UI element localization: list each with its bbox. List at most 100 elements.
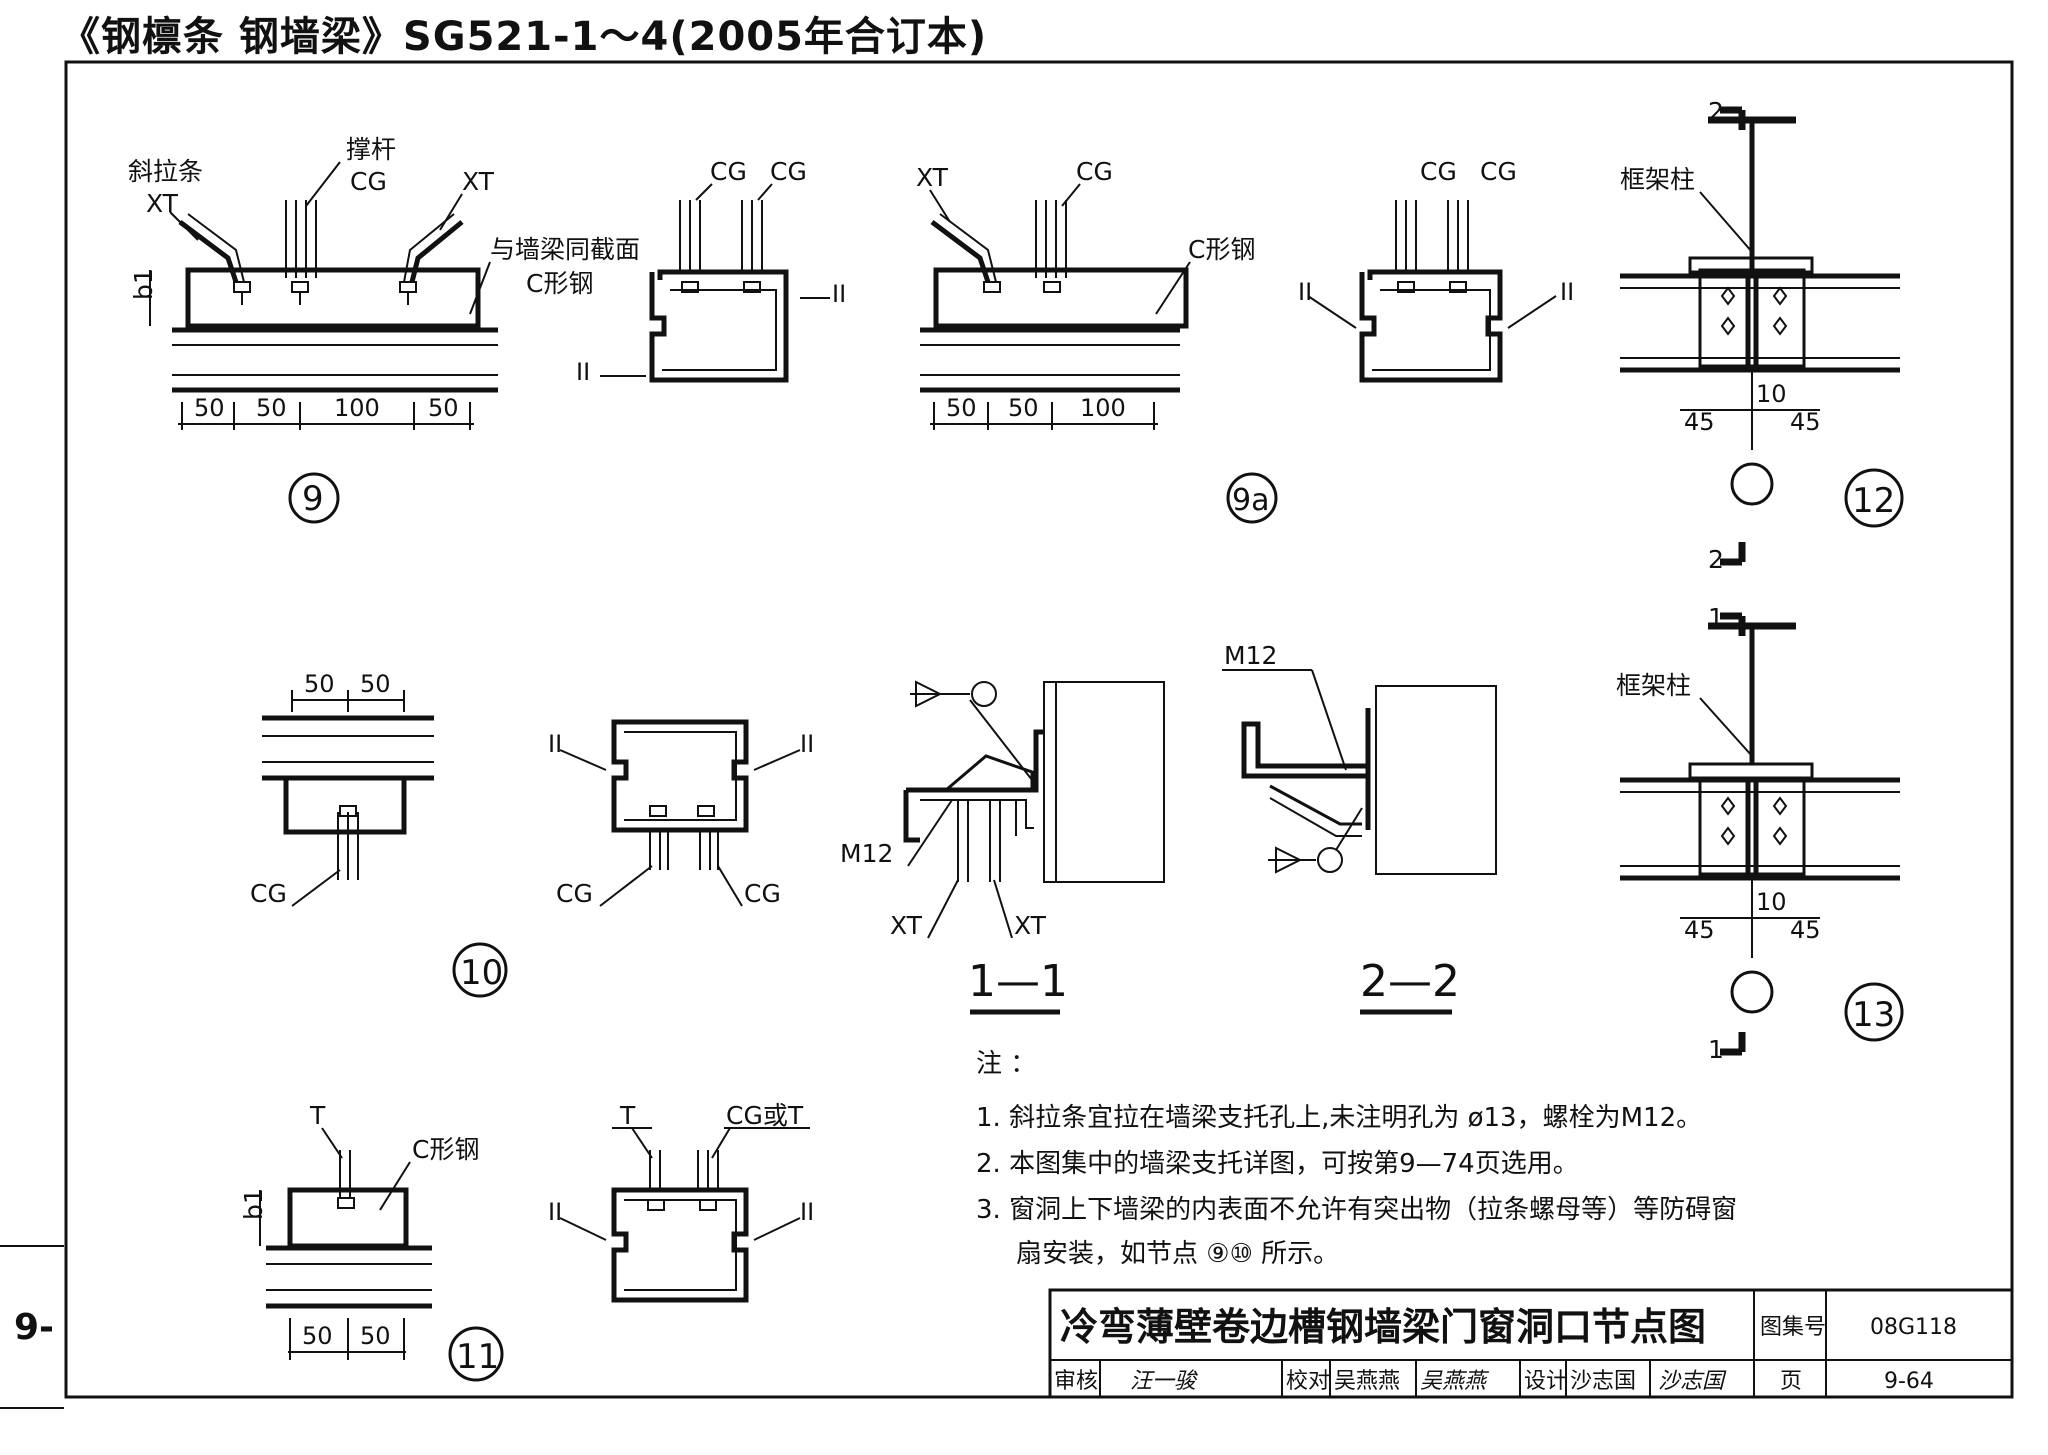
label-xt-right: XT [462,167,495,196]
label-frame-column-13: 框架柱 [1616,671,1691,700]
svg-text:II: II [800,730,814,758]
label-cg-a: CG [710,157,747,186]
svg-text:XT: XT [890,911,923,940]
atlas-number: 08G118 [1870,1315,1957,1340]
design-label: 设计 [1524,1369,1568,1394]
svg-text:45: 45 [1790,916,1821,944]
svg-text:45: 45 [1684,408,1715,436]
check-signature: 吴燕燕 [1420,1369,1490,1394]
svg-text:1: 1 [1708,603,1724,632]
detail-marker-9a [1226,472,1278,524]
title-block: 冷弯薄壁卷边槽钢墙梁门窗洞口节点图 图集号 08G118 审核 汪一骏 校对 吴… [1048,1288,2014,1399]
svg-text:CG: CG [1420,157,1457,186]
label-chenggan: 撑杆 [346,135,396,164]
detail-11: b1 T C形钢 50 50 11 [239,1101,504,1382]
label-c-steel-9a: C形钢 [1188,235,1255,264]
svg-text:50: 50 [946,394,977,422]
detail-marker-13 [1844,982,1904,1042]
note-1: 1. 斜拉条宜拉在墙梁支托孔上,未注明孔为 ø13，螺栓为M12。 [976,1103,1702,1133]
svg-text:11: 11 [456,1337,499,1377]
svg-text:45: 45 [1790,408,1821,436]
svg-text:b1: b1 [239,1188,268,1220]
svg-text:50: 50 [302,1322,333,1350]
section-label-1-1: 1—1 [968,956,1068,1007]
detail-13: 框架柱 1 45 45 10 1 13 [1616,603,1904,1064]
svg-text:CG: CG [1076,157,1113,186]
svg-text:II: II [800,1198,814,1226]
drawing-title: 冷弯薄壁卷边槽钢墙梁门窗洞口节点图 [1060,1305,1706,1349]
svg-text:2: 2 [1708,97,1724,126]
design-signature: 沙志国 [1658,1369,1727,1394]
detail-10: 50 50 CG 10 [250,670,508,998]
svg-text:CG: CG [1480,157,1517,186]
svg-text:2: 2 [1708,545,1724,574]
atlas-label: 图集号 [1760,1315,1826,1340]
review-signature: 汪一骏 [1130,1369,1199,1394]
note-3b: 扇安装，如节点 ⑨⑩ 所示。 [1016,1239,1339,1269]
svg-text:CG: CG [744,879,781,908]
svg-text:12: 12 [1852,481,1895,521]
svg-text:XT: XT [916,163,949,192]
svg-text:10: 10 [460,953,503,993]
svg-text:XT: XT [1014,911,1047,940]
svg-text:II: II [832,280,846,308]
notes-heading: 注 ： [976,1049,1036,1079]
detail-11-section: T CG或T II II [548,1101,814,1303]
svg-text:CG: CG [556,879,593,908]
label-c-steel: C形钢 [526,269,593,298]
svg-text:II: II [576,358,590,386]
label-c-steel-11: C形钢 [412,1135,479,1164]
svg-text:100: 100 [1080,394,1126,422]
detail-12: 框架柱 2 45 45 10 2 12 [1620,97,1904,574]
svg-text:13: 13 [1852,995,1895,1035]
detail-marker-9 [288,472,340,524]
label-frame-column-12: 框架柱 [1620,165,1695,194]
page-number: 9-64 [1884,1369,1934,1394]
dim-50-b: 50 [256,394,287,422]
label-xt: XT [146,189,179,218]
svg-text:II: II [548,1198,562,1226]
check-label: 校对 [1286,1369,1330,1394]
design-name: 沙志国 [1570,1369,1636,1394]
dim-50-a: 50 [194,394,225,422]
note-3a: 3. 窗洞上下墙梁的内表面不允许有突出物（拉条螺母等）等防碍窗 [976,1195,1737,1225]
svg-text:50: 50 [304,670,335,698]
svg-text:9a: 9a [1232,483,1269,518]
svg-text:45: 45 [1684,916,1715,944]
label-cg-b: CG [770,157,807,186]
b1-label: b1 [129,268,158,300]
section-2-2: M12 2—2 [1222,641,1497,1015]
svg-text:M12: M12 [840,839,893,868]
svg-text:II: II [1560,278,1574,306]
side-page-tab: 9- [0,1245,64,1409]
label-same-section: 与墙梁同截面 [490,235,640,264]
detail-marker-11 [448,1326,504,1382]
svg-text:T: T [309,1101,326,1130]
svg-text:10: 10 [1756,380,1787,408]
svg-text:II: II [548,730,562,758]
label-cg: CG [350,167,387,196]
sheet-border [64,60,2014,1399]
svg-text:T: T [619,1101,636,1130]
svg-text:10: 10 [1756,888,1787,916]
detail-9a-section: CG CG II II [1298,157,1574,383]
svg-text:50: 50 [360,1322,391,1350]
section-1-1: M12 XT XT 1—1 [840,680,1165,1015]
svg-text:II: II [1298,278,1312,306]
svg-text:M12: M12 [1224,641,1277,670]
notes: 注 ： 1. 斜拉条宜拉在墙梁支托孔上,未注明孔为 ø13，螺栓为M12。 2.… [976,1049,1737,1269]
dim-50-c: 50 [428,394,459,422]
label-cg-or-t: CG或T [726,1101,804,1130]
page-label: 页 [1780,1369,1802,1394]
detail-marker-10 [452,942,508,998]
c-steel-block [185,267,481,329]
svg-text:50: 50 [1008,394,1039,422]
detail-9: b1 斜拉条 XT 撑杆 CG XT 与墙梁同截面 C形钢 50 50 100 … [128,135,640,524]
dim-100: 100 [334,394,380,422]
section-label-2-2: 2—2 [1360,956,1460,1007]
label-xielatiao: 斜拉条 [128,157,203,186]
detail-10-section: II II CG CG [548,719,814,908]
svg-text:9: 9 [302,479,324,519]
detail-9-section: CG CG II II [576,157,846,386]
